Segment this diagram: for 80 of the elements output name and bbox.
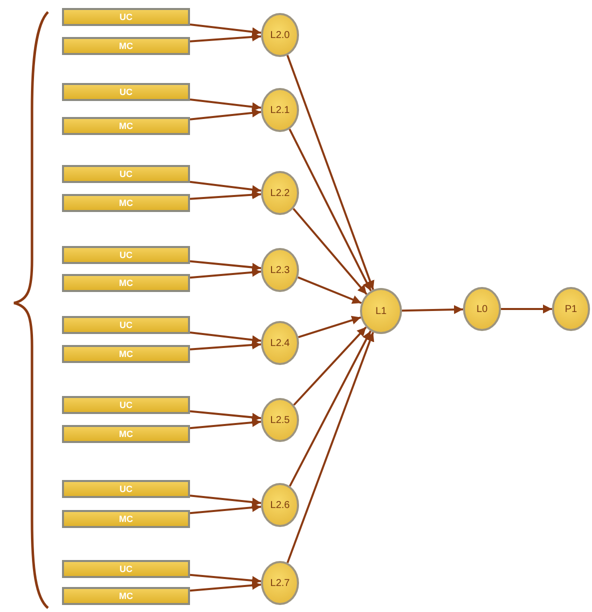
process-box	[62, 316, 190, 334]
arrow	[190, 268, 262, 279]
node-label: MC	[119, 429, 133, 439]
arrow	[190, 410, 262, 422]
process-box	[62, 510, 190, 528]
node-label: L2.7	[270, 578, 290, 588]
arrow	[293, 326, 367, 406]
process-box	[62, 165, 190, 183]
arrow	[288, 330, 372, 487]
arrow	[298, 316, 362, 338]
node-label: L0	[476, 304, 488, 314]
process-box	[62, 37, 190, 55]
arrow	[190, 180, 262, 194]
node-label: MC	[119, 278, 133, 288]
process-box	[62, 396, 190, 414]
node-label: UC	[120, 12, 132, 22]
process-box	[62, 587, 190, 605]
node-label: P1	[564, 304, 578, 314]
arrow	[286, 332, 374, 564]
node-circle	[261, 171, 299, 215]
node-circle	[463, 287, 501, 331]
node-circle	[261, 561, 299, 605]
node-label: UC	[120, 400, 132, 410]
arrow	[190, 260, 262, 272]
node-label: UC	[120, 250, 132, 260]
node-label: UC	[120, 564, 132, 574]
arrow	[190, 494, 262, 507]
arrow	[402, 305, 464, 314]
node-label: MC	[119, 121, 133, 131]
node-circle	[261, 13, 299, 57]
process-box	[62, 8, 190, 26]
arrow	[190, 98, 262, 112]
arrow	[292, 208, 368, 295]
node-label: MC	[119, 514, 133, 524]
node-circle	[552, 287, 590, 331]
arrow	[190, 190, 262, 200]
arrow	[190, 331, 262, 344]
node-label: L1	[375, 306, 387, 316]
process-box	[62, 194, 190, 212]
arrow	[190, 580, 262, 592]
arrow	[190, 418, 262, 430]
node-circle	[261, 483, 299, 527]
arrow	[286, 54, 374, 290]
process-box	[62, 274, 190, 292]
process-box	[62, 246, 190, 264]
node-label: UC	[120, 169, 132, 179]
node-label: MC	[119, 198, 133, 208]
arrow	[298, 276, 362, 304]
arrow	[190, 32, 262, 42]
arrow	[501, 304, 552, 314]
process-box	[62, 560, 190, 578]
node-label: UC	[120, 87, 132, 97]
process-box	[62, 345, 190, 363]
node-label: MC	[119, 591, 133, 601]
node-label: MC	[119, 349, 133, 359]
node-label: L2.2	[270, 188, 290, 198]
arrow	[190, 574, 262, 585]
node-circle	[261, 248, 299, 292]
node-label: L2.3	[270, 264, 290, 276]
arrow	[190, 340, 262, 350]
node-label: UC	[120, 484, 132, 494]
arrow	[190, 23, 262, 36]
node-circle	[261, 321, 299, 365]
process-box	[62, 425, 190, 443]
arrow	[190, 503, 262, 514]
node-label: L2.6	[270, 500, 290, 510]
node-label: L2.5	[270, 414, 290, 426]
node-label: UC	[120, 320, 132, 330]
node-circle	[261, 398, 299, 442]
node-circle	[261, 88, 299, 132]
arrow	[190, 108, 262, 120]
node-circle	[360, 288, 402, 334]
process-box	[62, 83, 190, 101]
process-box	[62, 117, 190, 135]
process-box	[62, 480, 190, 498]
node-label: MC	[119, 41, 133, 51]
node-label: L2.4	[270, 338, 290, 348]
arrow	[288, 128, 372, 292]
node-label: L2.1	[270, 104, 290, 116]
node-label: L2.0	[270, 30, 290, 40]
